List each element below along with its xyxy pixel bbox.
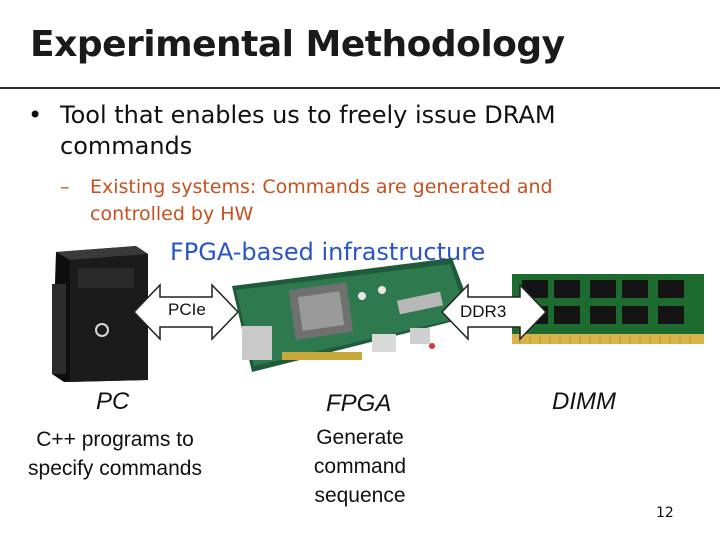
dimm-label: DIMM xyxy=(552,388,616,415)
ddr3-double-arrow xyxy=(440,283,548,341)
pcie-double-arrow xyxy=(132,283,240,341)
pc-label: PC xyxy=(96,388,130,415)
page-number: 12 xyxy=(656,505,674,521)
fpga-label: FPGA xyxy=(326,390,392,417)
ddr3-label: DDR3 xyxy=(460,302,507,321)
pc-tower-image xyxy=(44,244,154,384)
sub-bullet-marker: – xyxy=(60,176,70,198)
bullet-text: Tool that enables us to freely issue DRA… xyxy=(60,101,556,160)
dimm-module-image xyxy=(510,270,706,346)
fpga-description: Generate command sequence xyxy=(313,426,407,507)
title-underline xyxy=(0,87,720,89)
pcie-label: PCIe xyxy=(168,300,206,319)
fpga-board-image xyxy=(222,256,478,374)
sub-bullet-text: Existing systems: Commands are generated… xyxy=(90,176,553,225)
bullet-marker: • xyxy=(28,101,43,129)
slide-title: Experimental Methodology xyxy=(30,24,565,65)
pc-description: C++ programs to specify commands xyxy=(28,428,202,480)
